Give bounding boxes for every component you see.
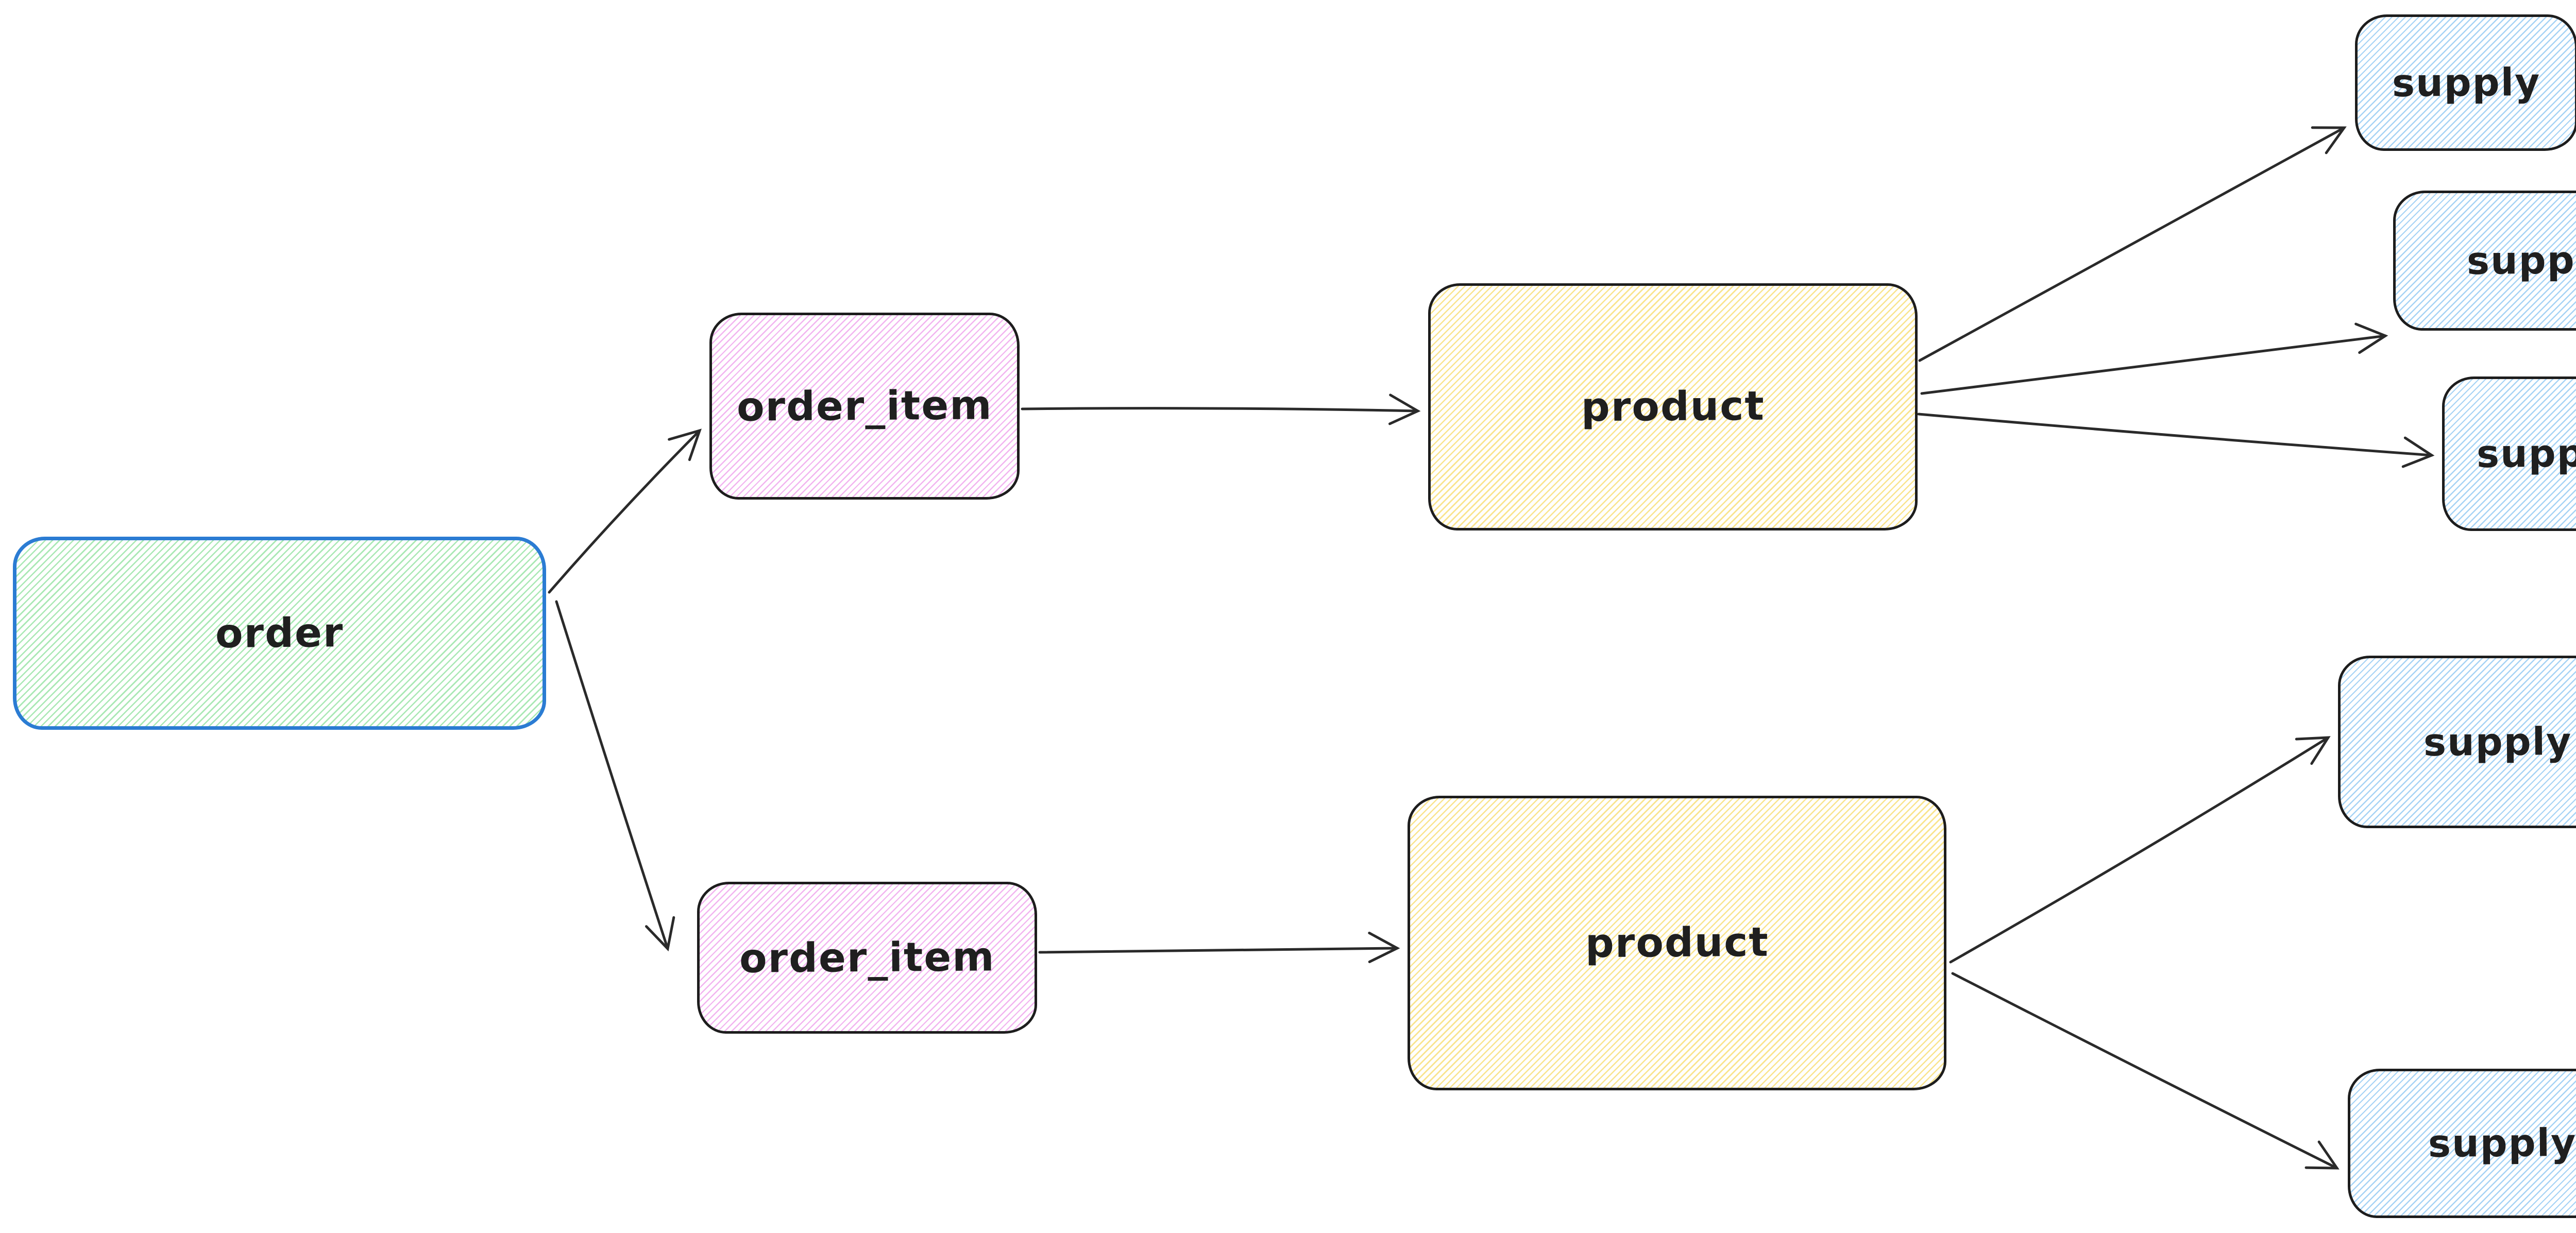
node-order-item-2-label: order_item <box>739 933 995 982</box>
arrow-product-2-to-supply-4[interactable] <box>1949 736 2331 964</box>
node-order-item-2[interactable]: order_item <box>697 882 1037 1034</box>
arrow-product-1-to-supply-1[interactable] <box>1918 126 2347 362</box>
arrow-product-1-to-supply-2[interactable] <box>1920 322 2388 395</box>
arrow-order-item-1-to-product-1[interactable] <box>1021 393 1421 425</box>
node-supply-2[interactable]: supply <box>2393 191 2576 331</box>
node-supply-2-label: supply <box>2466 237 2576 284</box>
node-order-label: order <box>215 609 344 657</box>
arrow-order-to-order-item-1[interactable] <box>548 429 702 594</box>
node-supply-5-label: supply <box>2428 1120 2576 1167</box>
node-order-item-1-label: order_item <box>736 382 993 431</box>
node-supply-1[interactable]: supply <box>2355 14 2576 151</box>
node-supply-3[interactable]: supply <box>2442 376 2576 531</box>
node-product-2[interactable]: product <box>1408 796 1946 1090</box>
node-supply-5[interactable]: supply <box>2348 1069 2576 1218</box>
arrow-product-2-to-supply-5[interactable] <box>1951 972 2340 1170</box>
node-supply-4-label: supply <box>2423 719 2572 765</box>
node-product-1[interactable]: product <box>1428 283 1918 530</box>
node-product-1-label: product <box>1581 383 1765 431</box>
node-supply-1-label: supply <box>2392 60 2541 106</box>
node-supply-4[interactable]: supply <box>2338 656 2576 828</box>
arrow-order-item-2-to-product-2[interactable] <box>1038 931 1400 963</box>
node-supply-3-label: supply <box>2477 431 2576 477</box>
arrow-order-to-order-item-2[interactable] <box>555 600 675 952</box>
arrow-product-1-to-supply-3[interactable] <box>1917 413 2435 468</box>
node-order[interactable]: order <box>13 537 546 730</box>
node-product-2-label: product <box>1585 919 1769 967</box>
node-order-item-1[interactable]: order_item <box>709 313 1020 500</box>
